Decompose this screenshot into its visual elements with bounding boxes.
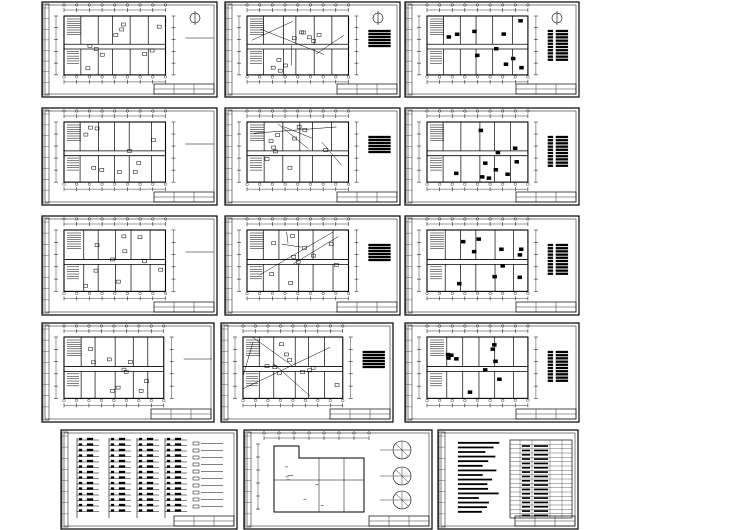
sheet-frame: [224, 215, 401, 316]
sheet-8: [224, 215, 401, 316]
sheet-frame: [220, 322, 394, 423]
sheet-10: [41, 322, 215, 423]
sheet-1: [41, 1, 218, 98]
sheet-9: [404, 215, 580, 316]
sheet-3: [404, 1, 580, 98]
sheet-frame: [404, 322, 580, 423]
sheet-4: [41, 107, 218, 206]
sheet-frame: [41, 1, 218, 98]
sheet-frame: [224, 1, 401, 98]
sheet-frame: [404, 215, 580, 316]
sheet-11: [220, 322, 394, 423]
sheet-13: [60, 429, 238, 530]
sheet-14: [243, 429, 433, 530]
sheet-frame: [60, 429, 238, 530]
sheet-5: [224, 107, 401, 206]
sheet-2: [224, 1, 401, 98]
sheet-frame: [243, 429, 433, 530]
sheet-15: [437, 429, 579, 530]
sheet-7: [41, 215, 218, 316]
sheet-6: [404, 107, 580, 206]
sheet-12: [404, 322, 580, 423]
sheet-frame: [41, 215, 218, 316]
